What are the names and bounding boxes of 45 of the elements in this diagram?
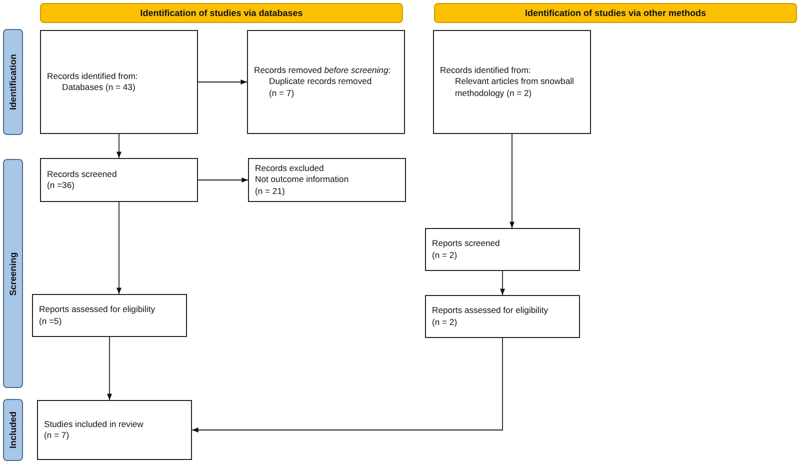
process-box — [40, 158, 198, 202]
box-text: Reports screened — [432, 238, 501, 250]
box-text: Not outcome information — [255, 174, 350, 186]
arrow — [198, 177, 248, 183]
phase-label: Screening — [8, 252, 18, 296]
arrow — [116, 202, 122, 294]
phase-bar — [3, 159, 23, 388]
box-text: (n = 7) — [268, 88, 296, 99]
phase-bar — [3, 29, 23, 135]
process-box — [40, 30, 198, 134]
process-box — [433, 30, 591, 134]
box-text: Relevant articles from snowball methodology (n = 2) — [454, 76, 575, 99]
arrow — [106, 336, 112, 400]
phase-bar — [3, 399, 23, 461]
process-box — [32, 294, 187, 337]
box-text: (n =36) — [47, 180, 76, 192]
box-text: (n = 2) — [432, 250, 458, 261]
arrow — [198, 79, 248, 85]
box-text: Reports assessed for eligibility — [39, 304, 156, 316]
box-text: Records identified from: — [47, 70, 139, 82]
process-box — [247, 30, 405, 134]
arrow — [192, 338, 503, 433]
arrow — [500, 270, 506, 296]
phase-label: Included — [8, 412, 18, 448]
box-text: (n = 7) — [44, 430, 70, 442]
phase-label: Identification — [8, 54, 18, 110]
process-box — [425, 228, 580, 271]
box-text: (n = 21) — [255, 186, 286, 197]
box-text: Records removed before screening: — [254, 65, 392, 76]
section-header: Identification of studies via databases — [40, 3, 403, 23]
box-text: Databases (n = 43) — [61, 82, 136, 94]
box-text: Records identified from: — [440, 65, 532, 76]
box-text: (n =5) — [39, 316, 63, 327]
box-text: (n = 2) — [432, 316, 458, 328]
box-text: Reports assessed for eligibility — [432, 305, 550, 316]
process-box — [425, 295, 580, 338]
box-text: Records screened — [47, 168, 118, 180]
arrow — [116, 134, 122, 158]
arrow — [509, 134, 515, 228]
box-text: Duplicate records removed — [268, 76, 373, 88]
process-box — [248, 158, 406, 202]
box-text: Records excluded — [255, 163, 325, 174]
process-box — [37, 400, 192, 460]
box-text: Studies included in review — [44, 418, 144, 430]
section-header: Identification of studies via other methods — [434, 3, 797, 23]
